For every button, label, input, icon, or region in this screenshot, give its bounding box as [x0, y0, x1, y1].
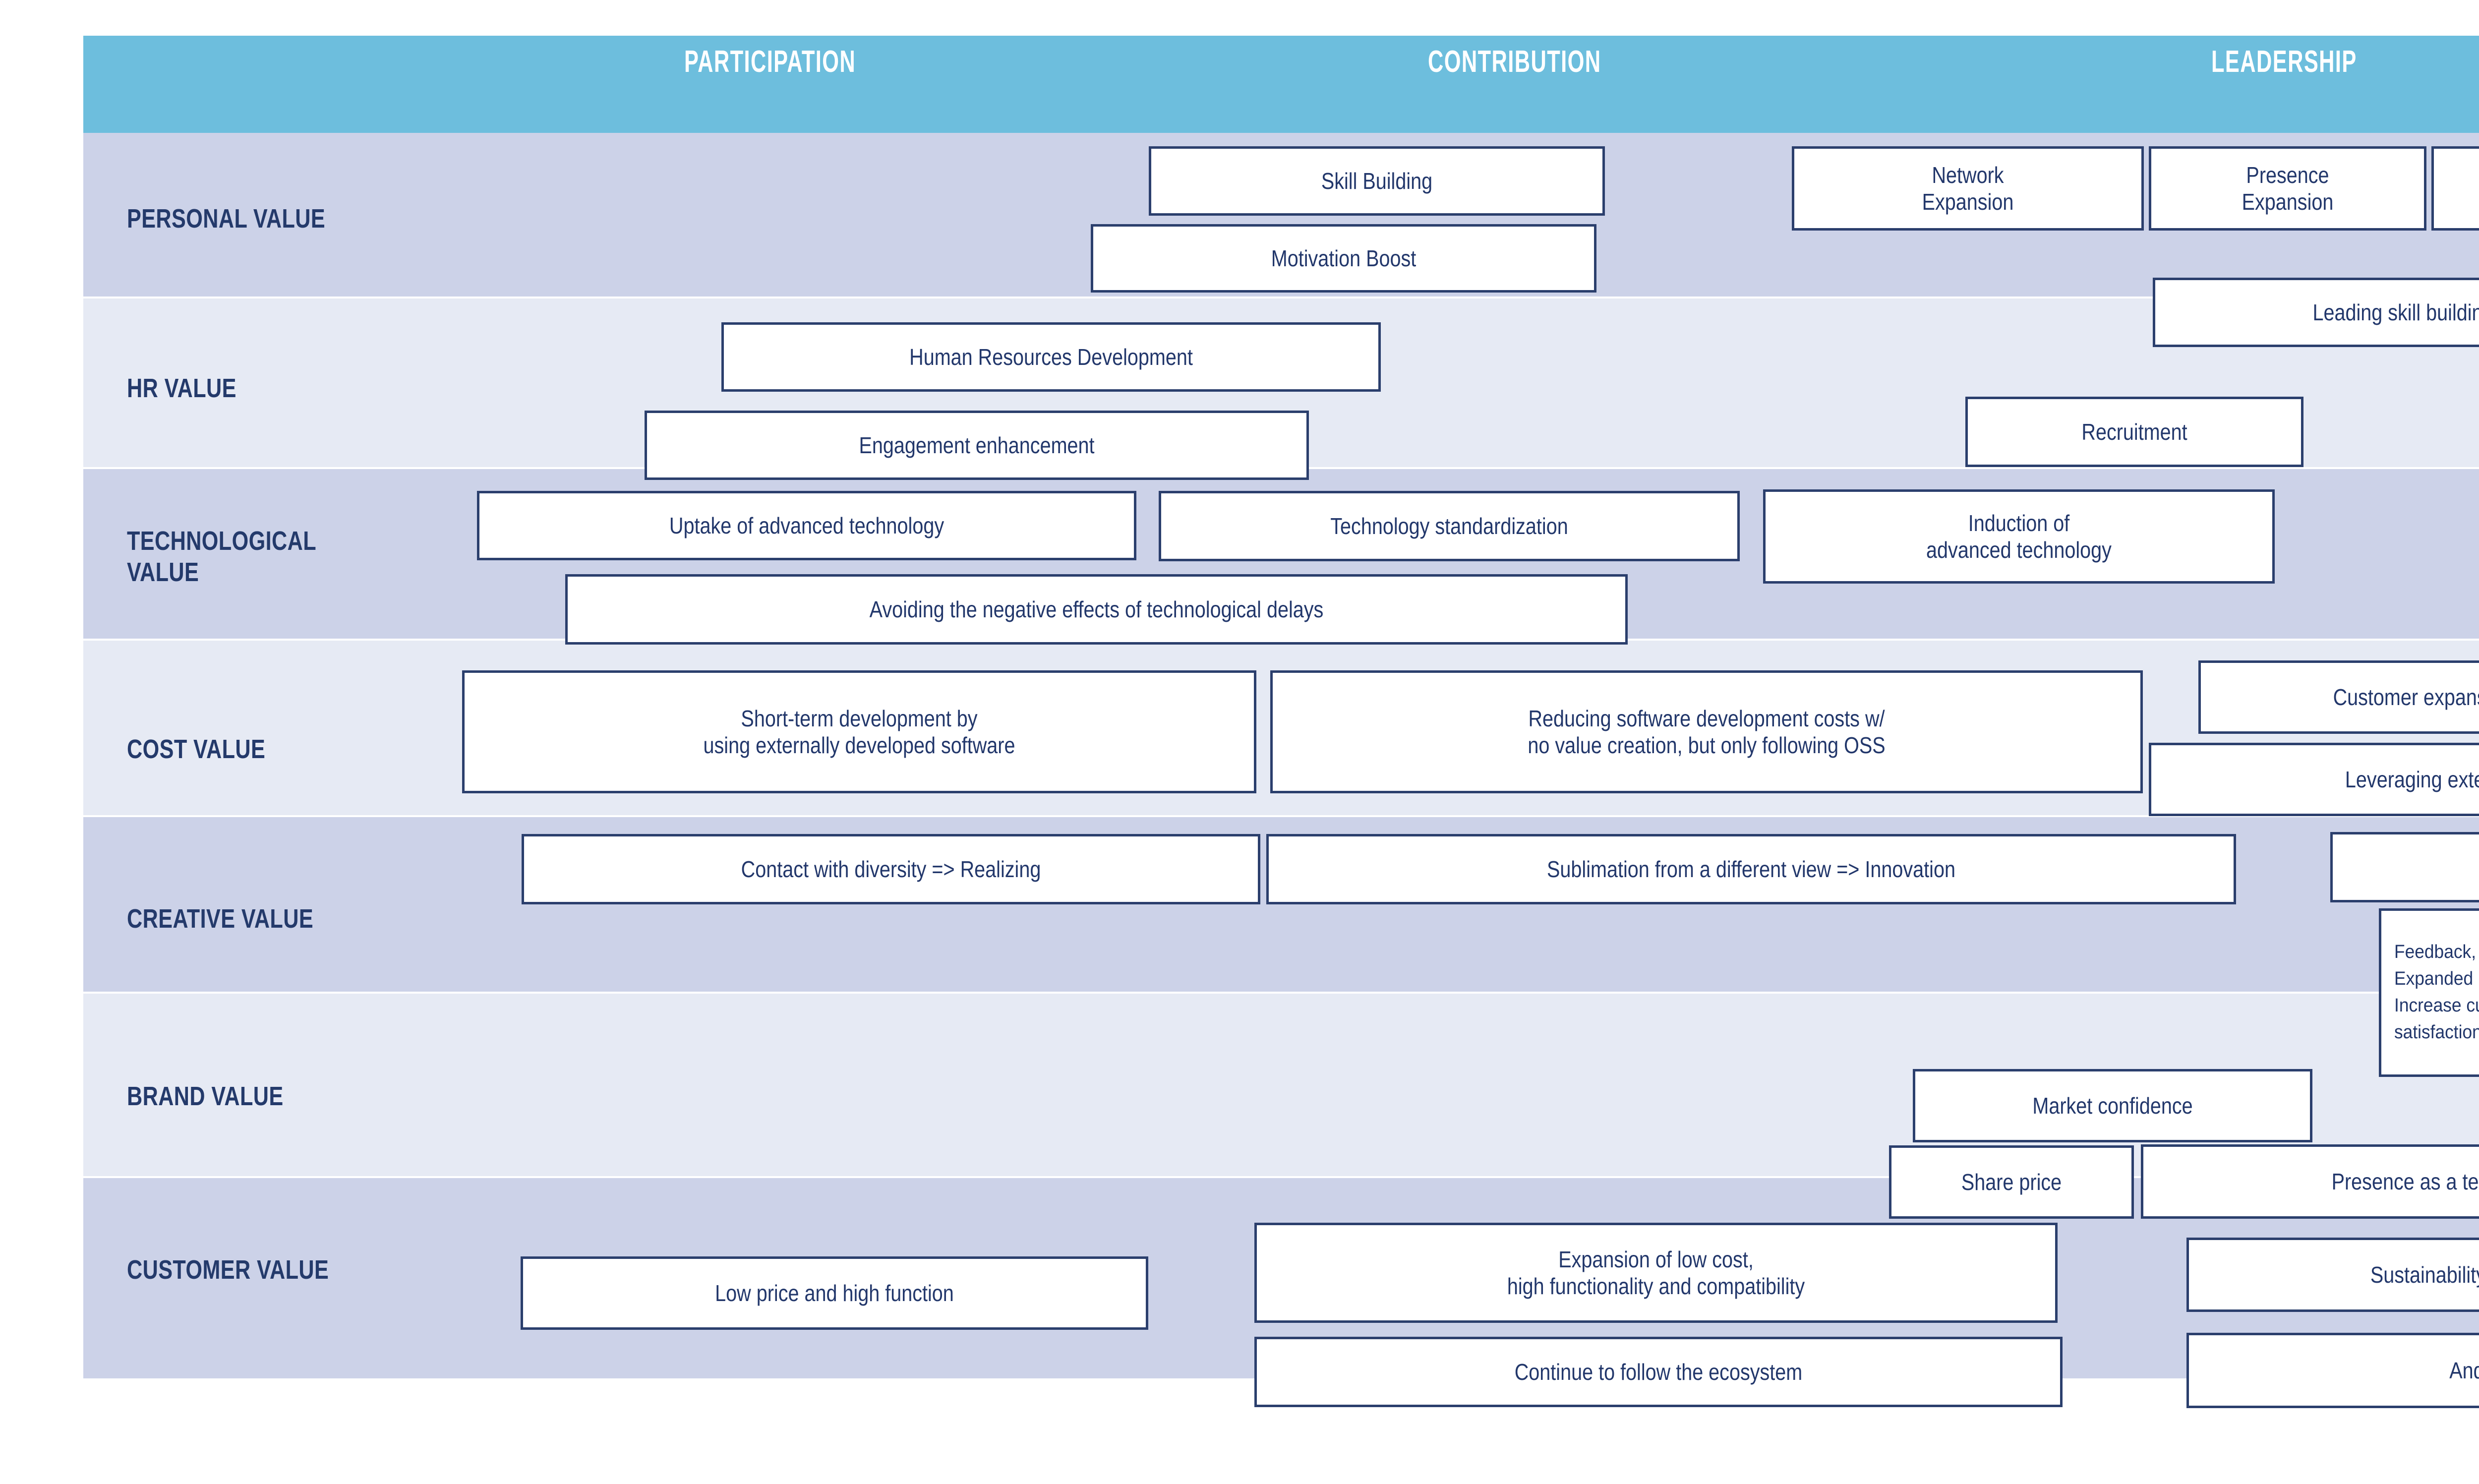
box-label: Leading skill building: [2312, 299, 2479, 325]
box-motivation-boost[interactable]: Motivation Boost: [1091, 224, 1596, 293]
box-label: Uptake of advanced technology: [669, 512, 944, 538]
row-label-hr-value: HR VALUE: [127, 373, 236, 403]
box-sublimation-from-a-different-view[interactable]: Sublimation from a different view => Inn…: [1266, 834, 2236, 904]
box-label: Contact with diversity => Realizing: [741, 856, 1041, 882]
box-recruitment[interactable]: Recruitment: [1965, 397, 2303, 467]
box-share-price[interactable]: Share price: [1889, 1145, 2134, 1219]
box-label: Sublimation from a different view => Inn…: [1547, 856, 1955, 882]
box-presence-as-a-technology-company[interactable]: Presence as a technology company: [2141, 1144, 2479, 1219]
box-label: Market confidence: [2032, 1092, 2193, 1119]
box-label: Continue to follow the ecosystem: [1514, 1359, 1803, 1385]
box-label: Presence Expansion: [2242, 162, 2334, 215]
column-header-contribution: CONTRIBUTION: [1428, 45, 1601, 79]
box-label: Expansion of low cost, high functionalit…: [1507, 1246, 1805, 1299]
row-label-cost-value: COST VALUE: [127, 734, 266, 764]
column-header-participation: PARTICIPATION: [684, 45, 856, 79]
box-avoiding-negative-effects-of-technological-delays[interactable]: Avoiding the negative effects of technol…: [565, 574, 1628, 645]
box-short-term-development[interactable]: Short-term development by using external…: [462, 670, 1256, 793]
row-label-customer-value: CUSTOMER VALUE: [127, 1255, 329, 1285]
box-induction-of-advanced-technology[interactable]: Induction of advanced technology: [1763, 489, 2275, 584]
box-label: Recruitment: [2081, 418, 2187, 445]
box-label: Low price and high function: [715, 1280, 954, 1306]
row-label-creative-value: CREATIVE VALUE: [127, 904, 314, 934]
box-continue-to-follow-the-ecosystem[interactable]: Continue to follow the ecosystem: [1254, 1337, 2063, 1407]
box-label: Skill Building: [1321, 168, 1433, 194]
row-label-brand-value: BRAND VALUE: [127, 1081, 284, 1111]
box-technology-standardization[interactable]: Technology standardization: [1159, 491, 1740, 561]
box-feedback-expanded-usage[interactable]: Feedback, Expanded usage, Increase custo…: [2379, 908, 2479, 1077]
box-label: Network Expansion: [1922, 162, 2014, 215]
box-leading-skill-building[interactable]: Leading skill building: [2153, 278, 2479, 347]
box-label: Customer expansion: [2333, 684, 2479, 710]
box-label: Gathering info/etc automatically: [2467, 162, 2479, 216]
column-header-leadership: LEADERSHIP: [2211, 45, 2357, 79]
box-sustainability-of-service-product[interactable]: Sustainability of service/product: [2186, 1238, 2479, 1312]
box-uptake-of-advanced-technology[interactable]: Uptake of advanced technology: [477, 491, 1136, 560]
row-label-personal-value: PERSONAL VALUE: [127, 204, 326, 234]
box-human-resources-development[interactable]: Human Resources Development: [721, 322, 1381, 392]
box-label: Induction of advanced technology: [1926, 510, 2112, 563]
box-label: And more???: [2449, 1357, 2479, 1383]
box-label: Short-term development by using external…: [703, 705, 1015, 758]
box-leveraging-external-resources[interactable]: Leveraging external resources: [2149, 743, 2479, 816]
column-header-band: [83, 36, 2479, 133]
box-gaining-community[interactable]: Gaining Community: [2330, 832, 2479, 902]
row-label-technological-value: TECHNOLOGICAL VALUE: [127, 526, 316, 587]
box-label: Engagement enhancement: [859, 432, 1095, 458]
box-label: Reducing software development costs w/ n…: [1528, 705, 1886, 758]
box-market-confidence[interactable]: Market confidence: [1913, 1069, 2312, 1142]
box-engagement-enhancement[interactable]: Engagement enhancement: [645, 411, 1309, 480]
box-label: Feedback, Expanded usage, Increase custo…: [2394, 942, 2479, 1043]
box-network-expansion[interactable]: Network Expansion: [1792, 146, 2144, 231]
box-contact-with-diversity[interactable]: Contact with diversity => Realizing: [522, 834, 1260, 904]
box-label: Human Resources Development: [909, 344, 1193, 370]
box-label: Motivation Boost: [1271, 245, 1417, 271]
box-label: Presence as a technology company: [2331, 1168, 2479, 1194]
box-expansion-of-low-cost[interactable]: Expansion of low cost, high functionalit…: [1254, 1223, 2058, 1323]
box-low-price-and-high-function[interactable]: Low price and high function: [521, 1256, 1148, 1330]
box-label: Leveraging external resources: [2345, 766, 2479, 792]
box-reducing-software-development-costs[interactable]: Reducing software development costs w/ n…: [1270, 670, 2143, 793]
box-gathering-info-automatically[interactable]: Gathering info/etc automatically: [2431, 146, 2479, 231]
box-skill-building[interactable]: Skill Building: [1149, 146, 1605, 216]
box-customer-expansion[interactable]: Customer expansion: [2198, 660, 2479, 734]
box-presence-expansion[interactable]: Presence Expansion: [2149, 146, 2426, 231]
box-label: Gaining Community: [2372, 854, 2479, 881]
box-label: Share price: [1961, 1169, 2062, 1195]
box-label: Avoiding the negative effects of technol…: [869, 596, 1324, 622]
box-label: Technology standardization: [1330, 513, 1568, 539]
box-label: Sustainability of service/product: [2370, 1261, 2479, 1288]
box-and-more[interactable]: And more???: [2186, 1333, 2479, 1408]
